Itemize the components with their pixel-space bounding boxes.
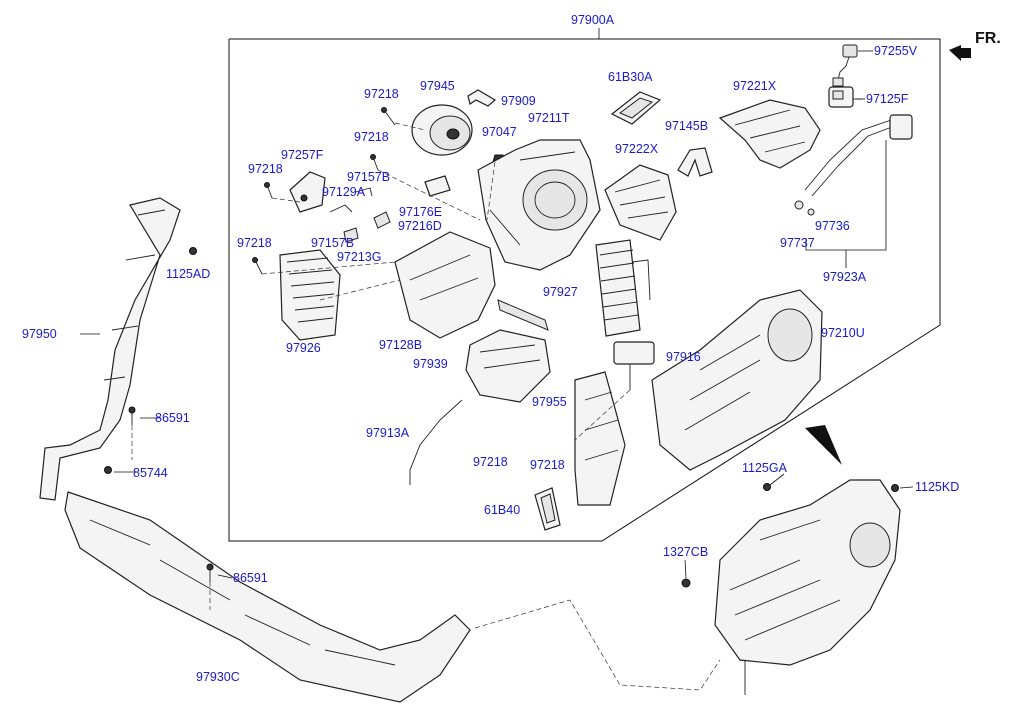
part-label-97125F[interactable]: 97125F bbox=[866, 92, 909, 106]
part-label-97218-a[interactable]: 97218 bbox=[364, 87, 399, 101]
housing-97210U bbox=[651, 289, 823, 471]
part-label-97930C[interactable]: 97930C bbox=[196, 670, 240, 684]
part-label-97916[interactable]: 97916 bbox=[666, 350, 701, 364]
part-label-97926[interactable]: 97926 bbox=[286, 341, 321, 355]
screw-97218-d bbox=[252, 257, 263, 275]
part-label-97257F[interactable]: 97257F bbox=[281, 148, 324, 162]
bracket-97145B bbox=[677, 147, 713, 177]
part-label-97737[interactable]: 97737 bbox=[780, 236, 815, 250]
part-label-1327CB[interactable]: 1327CB bbox=[663, 545, 709, 559]
part-label-85744[interactable]: 85744 bbox=[133, 466, 168, 480]
arrow-icon bbox=[949, 45, 971, 61]
pointer-arrow bbox=[805, 425, 842, 465]
part-label-97221X[interactable]: 97221X bbox=[733, 79, 777, 93]
part-label-86591-b[interactable]: 86591 bbox=[233, 571, 268, 585]
part-label-97736[interactable]: 97736 bbox=[815, 219, 850, 233]
screw-97218-a bbox=[381, 107, 396, 126]
part-97176E bbox=[424, 175, 451, 197]
part-label-97939[interactable]: 97939 bbox=[413, 357, 448, 371]
hose-97909 bbox=[467, 89, 497, 107]
part-label-97222X[interactable]: 97222X bbox=[615, 142, 659, 156]
part-label-1125AD[interactable]: 1125AD bbox=[166, 267, 211, 281]
gasket-61B30A bbox=[610, 91, 662, 125]
part-label-97210U[interactable]: 97210U bbox=[821, 326, 865, 340]
part-label-97218-d[interactable]: 97218 bbox=[237, 236, 272, 250]
part-label-97129A[interactable]: 97129A bbox=[322, 185, 366, 199]
part-label-97213G[interactable]: 97213G bbox=[337, 250, 382, 264]
part-label-97218-f[interactable]: 97218 bbox=[530, 458, 565, 472]
part-label-97950[interactable]: 97950 bbox=[22, 327, 57, 341]
valve-97916 bbox=[613, 341, 655, 390]
actuator-97257F bbox=[289, 171, 326, 213]
part-label-97157B-a[interactable]: 97157B bbox=[347, 170, 391, 184]
duct-97930C bbox=[64, 491, 471, 703]
part-label-86591-a[interactable]: 86591 bbox=[155, 411, 190, 425]
part-label-1125GA[interactable]: 1125GA bbox=[742, 461, 787, 475]
duct-97950 bbox=[39, 197, 181, 501]
part-label-97255V[interactable]: 97255V bbox=[874, 44, 918, 58]
pipe-97923A bbox=[794, 114, 913, 216]
duct-97221X bbox=[718, 99, 821, 169]
seal-strip bbox=[497, 299, 549, 331]
part-label-97157B-b[interactable]: 97157B bbox=[311, 236, 355, 250]
screw-97218-b bbox=[370, 154, 379, 171]
part-97216D bbox=[373, 211, 391, 229]
part-label-97128B[interactable]: 97128B bbox=[379, 338, 423, 352]
part-label-97945[interactable]: 97945 bbox=[420, 79, 455, 93]
blower-motor-97945 bbox=[411, 104, 473, 156]
gasket-61B40 bbox=[534, 487, 561, 531]
part-label-97923A[interactable]: 97923A bbox=[823, 270, 867, 284]
screw-86591-a bbox=[128, 406, 136, 425]
screw-97218-c bbox=[264, 182, 273, 199]
part-97129A bbox=[329, 204, 353, 213]
actuator-97125F bbox=[828, 86, 854, 108]
part-label-97176E[interactable]: 97176E bbox=[399, 205, 443, 219]
part-label-97218-c[interactable]: 97218 bbox=[248, 162, 283, 176]
upper-case-97211T bbox=[477, 139, 601, 271]
hose-97913A bbox=[409, 399, 463, 485]
filter-97926 bbox=[279, 249, 341, 341]
part-label-97218-e[interactable]: 97218 bbox=[473, 455, 508, 469]
duct-97222X bbox=[604, 164, 677, 241]
part-label-97218-b[interactable]: 97218 bbox=[354, 130, 389, 144]
part-label-97955[interactable]: 97955 bbox=[532, 395, 567, 409]
part-label-61B30A[interactable]: 61B30A bbox=[608, 70, 653, 84]
panel-97955 bbox=[574, 371, 626, 506]
part-label-97216D[interactable]: 97216D bbox=[398, 219, 442, 233]
assembled-unit bbox=[681, 479, 901, 695]
part-97157B bbox=[355, 187, 373, 197]
assembly-frame bbox=[228, 38, 941, 542]
front-direction-label: FR. bbox=[975, 30, 1001, 47]
sensor-97255V bbox=[832, 44, 858, 87]
evaporator-97927 bbox=[595, 239, 651, 337]
part-label-97211T[interactable]: 97211T bbox=[528, 111, 570, 125]
part-label-97909[interactable]: 97909 bbox=[501, 94, 536, 108]
drain-pan-97939 bbox=[465, 329, 551, 403]
bolt-1125AD bbox=[189, 247, 197, 255]
screw-86591-b bbox=[206, 563, 214, 582]
part-label-97047[interactable]: 97047 bbox=[482, 125, 517, 139]
part-97213G bbox=[343, 227, 359, 243]
part-label-1125KD[interactable]: 1125KD bbox=[915, 480, 960, 494]
part-label-61B40[interactable]: 61B40 bbox=[484, 503, 521, 517]
part-label-97927[interactable]: 97927 bbox=[543, 285, 578, 299]
part-label-97900A[interactable]: 97900A bbox=[571, 13, 615, 27]
part-label-97913A[interactable]: 97913A bbox=[366, 426, 410, 440]
lower-case bbox=[394, 231, 496, 339]
part-label-97145B[interactable]: 97145B bbox=[665, 119, 709, 133]
nut-85744 bbox=[104, 466, 112, 474]
